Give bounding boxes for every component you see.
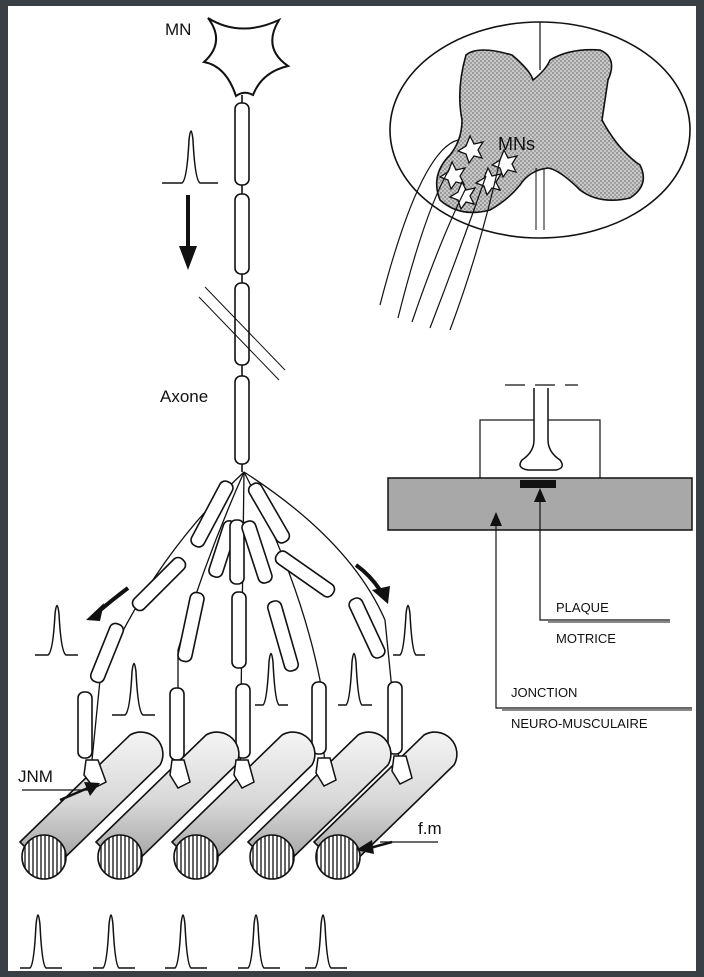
spike-inner-3	[338, 654, 372, 706]
spike-axon	[162, 131, 218, 183]
motrice-label: MOTRICE	[556, 631, 616, 646]
spike-bottom-4	[238, 915, 280, 968]
neuro-musculaire-label: NEURO-MUSCULAIRE	[511, 716, 648, 731]
spike-left	[35, 606, 78, 656]
spike-bottom-1	[20, 915, 62, 968]
jnm-label: JNM	[18, 767, 53, 786]
motoneuron-soma	[204, 18, 288, 96]
curved-arrow-right-icon	[356, 565, 390, 604]
spike-bottom-2	[93, 915, 135, 968]
spike-bottom-5	[305, 915, 347, 968]
neuromuscular-diagram: MN Axone	[8, 6, 696, 971]
plaque-label: PLAQUE	[556, 600, 609, 615]
spike-right	[393, 606, 425, 656]
fm-label: f.m	[418, 819, 442, 838]
spike-inner-1	[112, 664, 155, 716]
myelinated-axon	[235, 95, 249, 472]
down-arrow-icon	[179, 195, 197, 270]
jonction-label: JONCTION	[511, 685, 577, 700]
mn-label: MN	[165, 20, 191, 39]
axon-branches	[78, 472, 402, 780]
axone-label: Axone	[160, 387, 208, 406]
motor-plate	[520, 480, 556, 488]
spike-bottom-3	[165, 915, 207, 968]
curved-arrow-left-icon	[86, 588, 128, 621]
figure-canvas: MN Axone	[8, 6, 696, 971]
spinal-cord-section	[390, 22, 690, 238]
